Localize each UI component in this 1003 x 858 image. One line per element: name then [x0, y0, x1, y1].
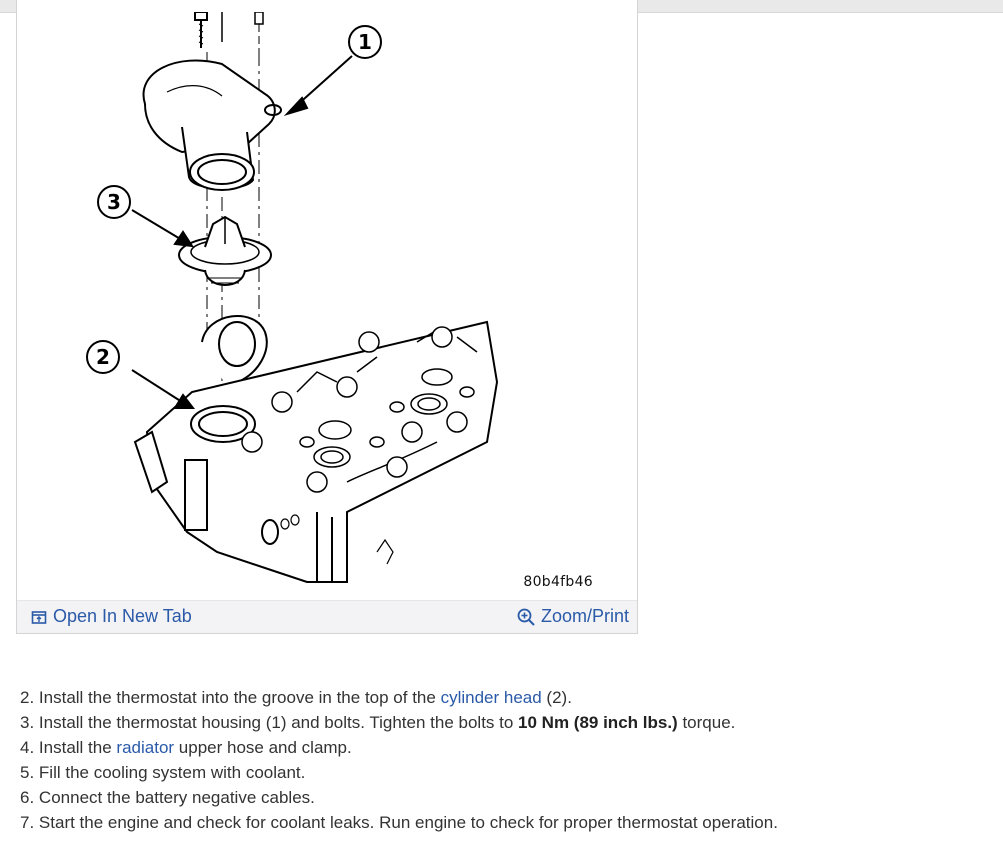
- head-bolts-ports: [241, 326, 475, 493]
- cylinder-head-link[interactable]: cylinder head: [440, 688, 542, 707]
- step-7: 7. Start the engine and check for coolan…: [20, 813, 778, 832]
- thermostat: [178, 215, 272, 286]
- step-3: 3. Install the thermostat housing (1) an…: [20, 713, 736, 732]
- zoom-print-link[interactable]: Zoom/Print: [517, 606, 629, 627]
- step-4: 4. Install the radiator upper hose and c…: [20, 738, 352, 757]
- callout-2: 2: [96, 345, 110, 369]
- open-in-new-tab-label: Open In New Tab: [53, 606, 192, 626]
- step-5: 5. Fill the cooling system with coolant.: [20, 763, 306, 782]
- procedure-steps: 2. Install the thermostat into the groov…: [20, 685, 778, 835]
- figure-frame: 1 3 2 80b4fb46 Open In New Tab Zoom/Prin…: [16, 0, 638, 634]
- torque-spec: 10 Nm (89 inch lbs.): [518, 713, 678, 732]
- housing-bolts: [194, 12, 264, 52]
- open-external-icon: [31, 610, 47, 624]
- callout-1: 1: [358, 30, 372, 54]
- figure-toolbar: Open In New Tab Zoom/Print: [17, 600, 637, 633]
- open-in-new-tab-link[interactable]: Open In New Tab: [31, 606, 192, 627]
- callout-circles: [86, 25, 382, 374]
- radiator-link[interactable]: radiator: [116, 738, 175, 757]
- thermostat-housing: [142, 59, 282, 191]
- step-2: 2. Install the thermostat into the groov…: [20, 688, 572, 707]
- exploded-diagram: 1 3 2: [86, 12, 499, 583]
- cylinder-head: [133, 315, 499, 583]
- callout-arrows: [131, 55, 353, 409]
- figure-id: 80b4fb46: [523, 574, 593, 590]
- callout-3: 3: [107, 190, 121, 214]
- zoom-in-icon: [517, 608, 535, 626]
- zoom-print-label: Zoom/Print: [540, 606, 629, 626]
- step-6: 6. Connect the battery negative cables.: [20, 788, 315, 807]
